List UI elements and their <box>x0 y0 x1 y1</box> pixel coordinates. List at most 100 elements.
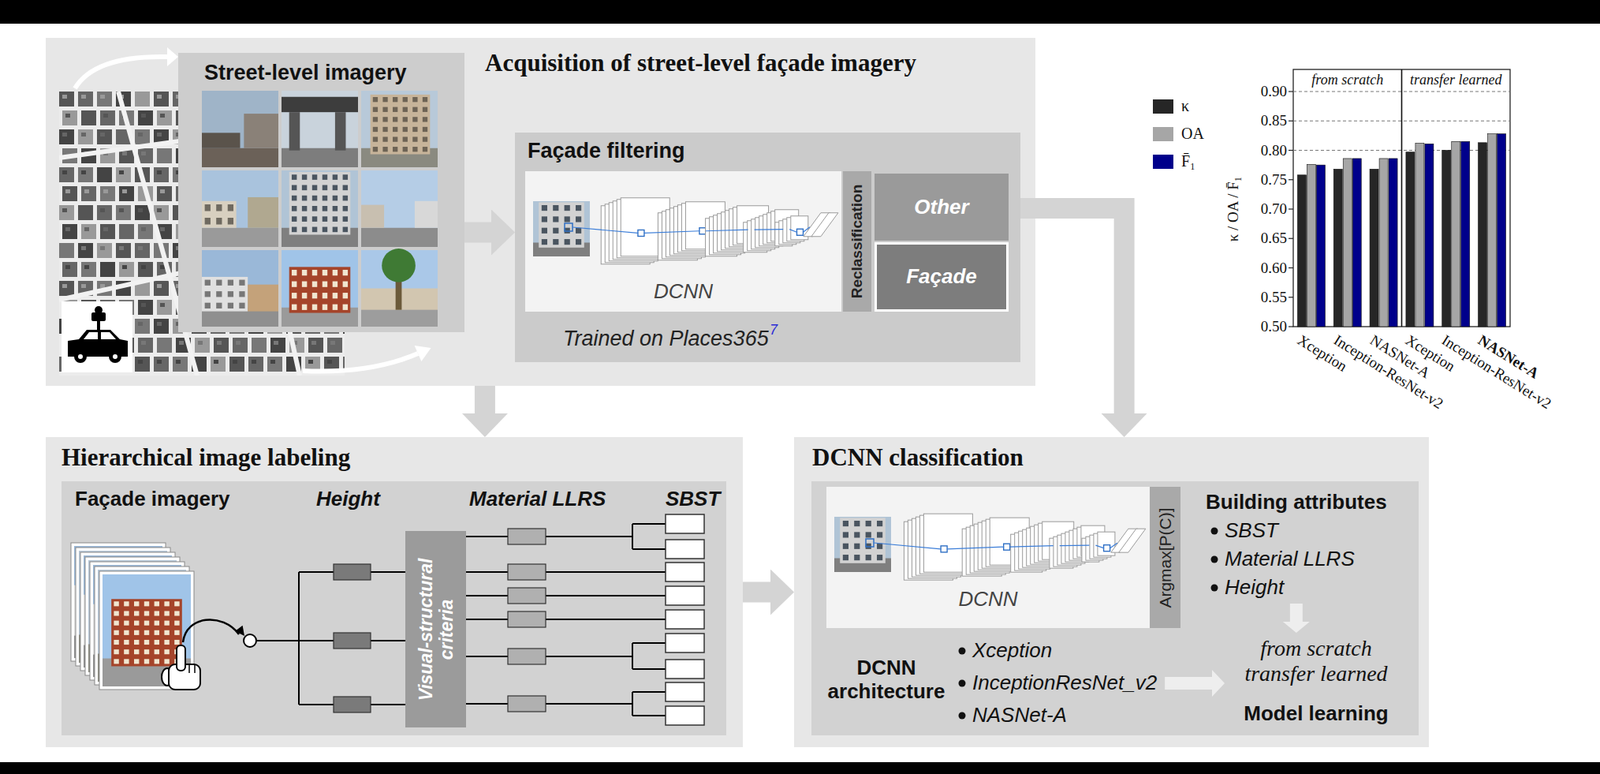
photo <box>854 531 860 538</box>
aerial-map <box>311 340 317 345</box>
axis-tick <box>1288 149 1294 151</box>
photo <box>144 610 150 616</box>
aerial-map <box>210 356 226 372</box>
photo <box>392 126 398 132</box>
tree-boxes <box>665 562 705 582</box>
photo <box>201 201 237 228</box>
photo <box>123 648 129 654</box>
learning-mode: from scratch transfer learned <box>1229 635 1403 687</box>
aerial-map <box>59 167 75 183</box>
photo <box>575 216 582 222</box>
photo <box>123 610 129 616</box>
photo <box>412 96 418 102</box>
photo <box>216 290 222 297</box>
photo <box>564 238 571 245</box>
aerial-map <box>156 283 162 288</box>
photo <box>322 185 328 191</box>
curved-arrow <box>167 47 179 67</box>
aerial-map <box>103 189 109 194</box>
bar <box>1478 142 1488 327</box>
tree-lines <box>545 535 633 538</box>
aerial-map <box>156 110 172 126</box>
photo <box>412 146 418 152</box>
photo <box>842 554 849 560</box>
cnn-illustration <box>572 227 638 233</box>
photo <box>174 639 180 645</box>
cnn-illustration <box>865 538 874 547</box>
aerial-map <box>62 223 78 239</box>
aerial-map <box>267 356 283 372</box>
photo <box>412 126 418 132</box>
photo <box>205 302 211 309</box>
hand-icon <box>188 664 191 673</box>
tree-boxes <box>507 648 546 664</box>
photo <box>865 554 872 560</box>
photo <box>113 648 119 654</box>
photo <box>302 227 307 233</box>
photo <box>372 116 378 122</box>
photo <box>312 185 318 191</box>
photo <box>201 249 279 327</box>
aerial-map <box>100 170 105 175</box>
aerial-map <box>78 205 94 221</box>
cnn-illustration <box>940 545 948 552</box>
photo <box>361 205 385 228</box>
aerial-map <box>156 94 162 99</box>
photo <box>312 304 318 310</box>
aerial-map <box>153 91 169 107</box>
aerial-map <box>96 205 112 221</box>
photo <box>113 630 119 635</box>
photo <box>381 248 416 283</box>
photo <box>312 292 318 299</box>
training-note: Trained on Places365 <box>563 326 769 351</box>
photo <box>842 531 849 538</box>
photo <box>238 279 245 286</box>
aerial-map <box>65 227 71 232</box>
aerial-map <box>81 283 86 288</box>
photo <box>382 116 388 122</box>
curved-arrow <box>74 56 168 89</box>
photo <box>312 281 318 288</box>
process-box: Façade filteringTrained on Places3657DCN… <box>514 132 1021 362</box>
aerial-map <box>141 264 146 269</box>
aerial-map <box>59 129 75 145</box>
aerial-map <box>81 110 97 126</box>
aerial-map <box>115 242 131 258</box>
hand-icon <box>176 645 186 671</box>
box-title: Façade filtering <box>527 138 686 164</box>
legend-label: F̄₁ <box>1181 152 1196 171</box>
car-icon <box>78 354 83 359</box>
photo <box>372 146 378 152</box>
aerial-map <box>62 246 68 250</box>
curved-arrow <box>414 345 432 362</box>
photo <box>332 185 338 191</box>
aerial-map <box>62 261 78 277</box>
cnn-illustration <box>1095 544 1104 549</box>
bar <box>1442 150 1451 328</box>
photo <box>154 658 160 664</box>
photo <box>164 620 169 626</box>
aerial-map <box>96 167 112 183</box>
aerial-map <box>134 205 150 221</box>
network-label: DCNN <box>826 587 1150 612</box>
aerial-map <box>232 359 238 364</box>
aerial-map <box>137 337 153 353</box>
photo <box>205 290 211 297</box>
aerial-map <box>156 148 172 164</box>
panel-title: Acquisition of street-level façade image… <box>484 48 917 78</box>
photo <box>302 304 307 310</box>
aerial-map <box>81 186 97 202</box>
aerial-map <box>270 359 276 364</box>
aerial-map <box>232 337 248 353</box>
aerial-map <box>308 337 324 353</box>
photo <box>322 227 328 233</box>
photo <box>382 146 388 152</box>
legend-label: κ <box>1181 96 1190 116</box>
aerial-map <box>100 246 105 250</box>
aerial-map <box>160 340 165 345</box>
aerial-map <box>308 359 314 364</box>
aerial-map <box>59 242 75 258</box>
photo <box>291 304 297 310</box>
aerial-map <box>134 242 150 258</box>
tree-boxes <box>333 696 371 713</box>
